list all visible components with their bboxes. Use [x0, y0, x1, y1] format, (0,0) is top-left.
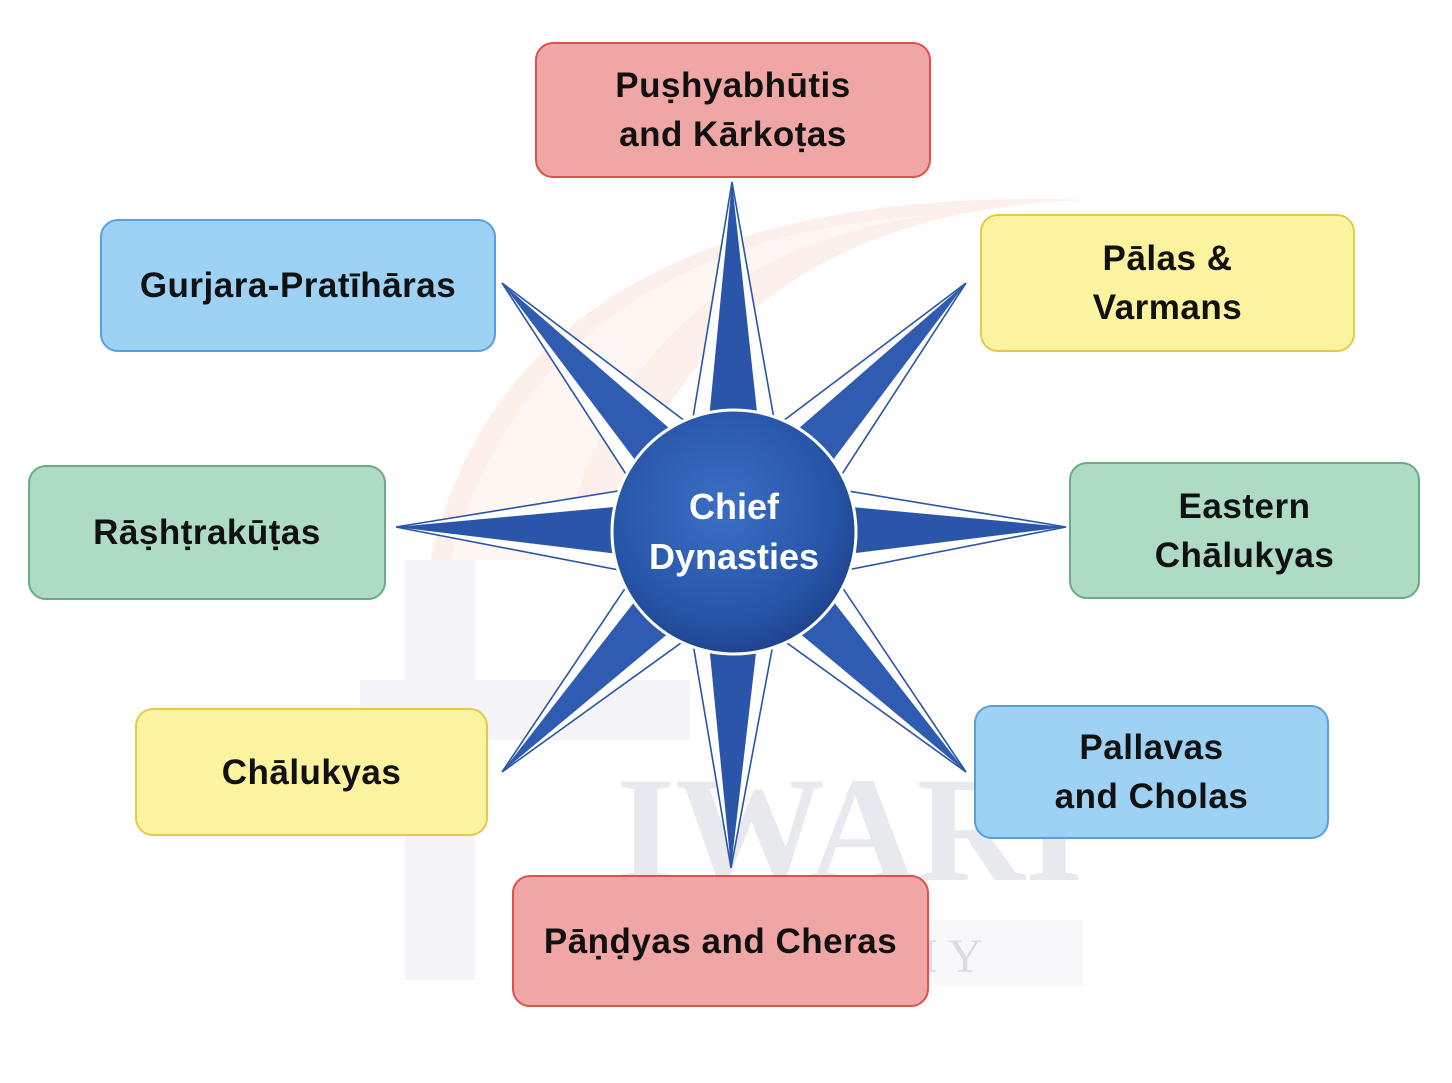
center-hub — [610, 408, 858, 656]
dynasty-box-north-east: Pālas & Varmans — [980, 214, 1355, 352]
dynasty-box-north-west: Gurjara-Pratīhāras — [100, 219, 496, 352]
dynasty-box-east: Eastern Chālukyas — [1069, 462, 1420, 599]
dynasty-box-south-east: Pallavas and Cholas — [974, 705, 1329, 839]
dynasty-box-south: Pāṇḍyas and Cheras — [512, 875, 929, 1007]
dynasty-box-south-west: Chālukyas — [135, 708, 488, 836]
dynasty-box-north: Puṣhyabhūtis and Kārkoṭas — [535, 42, 931, 178]
center-label: Chief Dynasties — [648, 486, 820, 577]
dynasty-box-west: Rāṣhṭrakūṭas — [28, 465, 386, 600]
